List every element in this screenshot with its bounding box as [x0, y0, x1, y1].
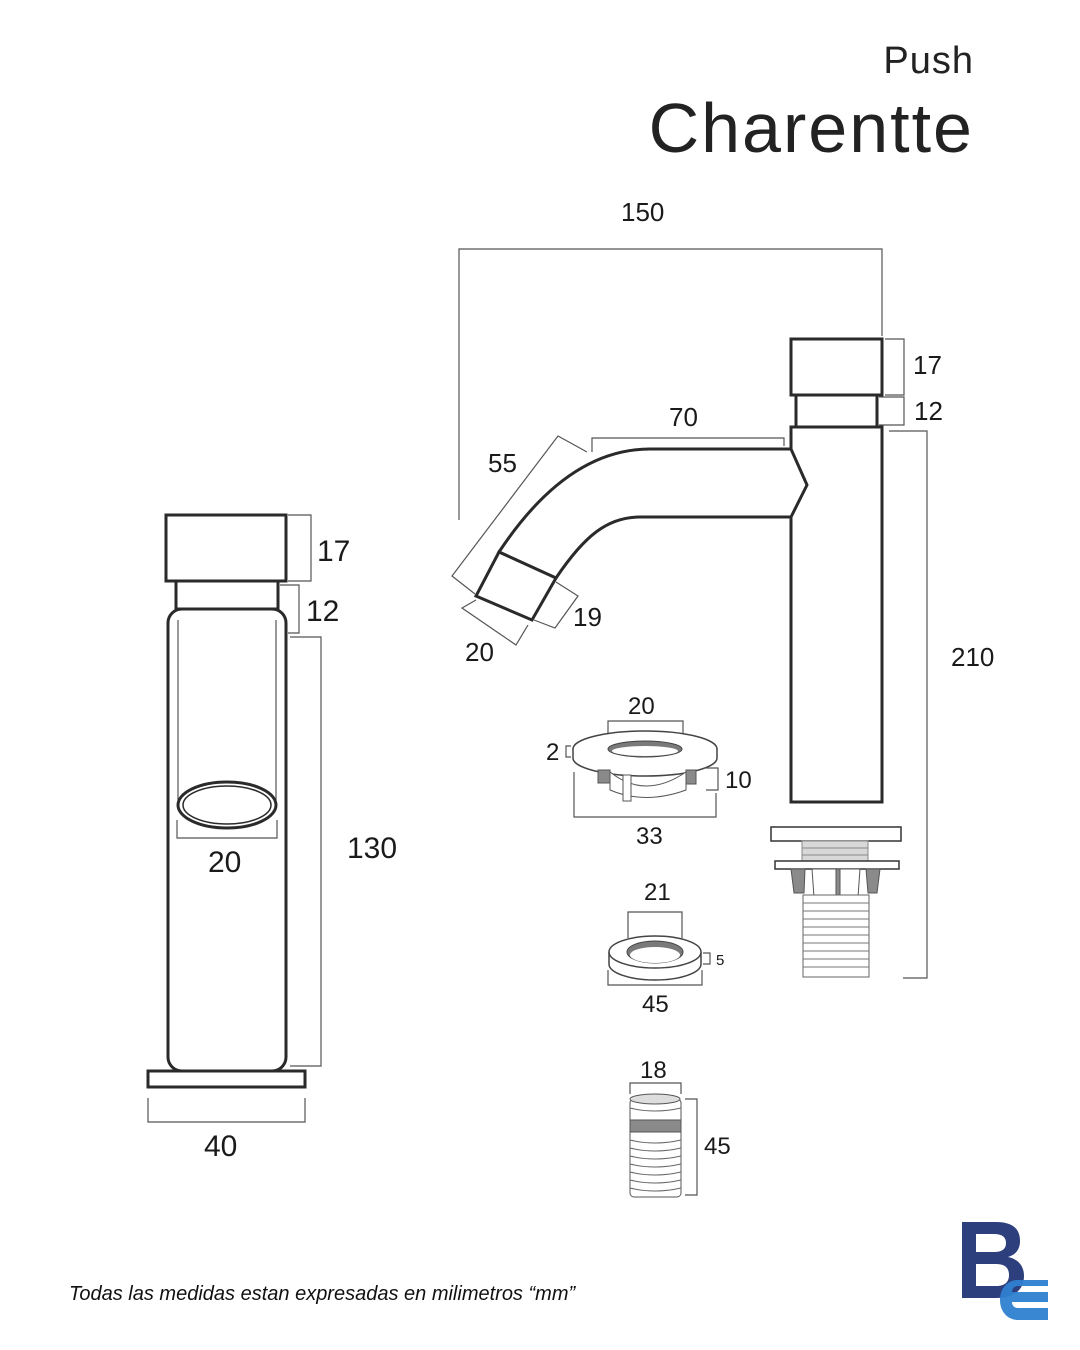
dim-flange-inner: 20 — [628, 693, 655, 720]
dim-side-outlet-length: 19 — [573, 602, 602, 632]
dim-line-front-outlet — [176, 820, 278, 839]
dim-front-outlet: 20 — [208, 846, 241, 879]
dim-front-button: 17 — [317, 535, 350, 568]
flange-part: 20 2 10 33 — [546, 693, 752, 850]
dim-line-front-button — [288, 514, 312, 582]
dim-flange-height: 10 — [725, 767, 752, 794]
front-spout-outlet-inner — [182, 785, 272, 825]
front-spout-outlet — [176, 780, 278, 830]
dim-line-side-outlet-width — [460, 599, 529, 646]
side-push-button — [789, 337, 884, 397]
front-push-button — [164, 513, 288, 583]
dim-washer-inner: 21 — [644, 879, 671, 906]
dim-washer-thickness: 5 — [716, 952, 724, 969]
dim-line-side-collar — [879, 396, 905, 426]
dim-line-washer-outer — [607, 970, 703, 986]
dim-washer-outer: 45 — [642, 991, 669, 1018]
front-view: 17 12 20 130 40 — [146, 513, 397, 1163]
dim-line-side-outlet-length — [533, 581, 579, 629]
side-collar — [794, 393, 879, 429]
dim-line-washer-inner — [627, 911, 683, 938]
dim-rod-length: 45 — [704, 1133, 731, 1160]
dim-line-flange-height — [706, 767, 719, 791]
dim-line-rod-length — [685, 1098, 698, 1196]
dim-line-side-reach — [458, 248, 883, 520]
dim-front-base: 40 — [204, 1130, 237, 1163]
dim-line-side-height — [889, 430, 928, 979]
dim-line-flange-thickness — [565, 745, 571, 758]
dim-line-front-base — [147, 1098, 306, 1123]
front-collar — [174, 579, 280, 611]
dim-flange-outer: 33 — [636, 823, 663, 850]
dim-side-height: 210 — [951, 642, 994, 672]
dim-line-front-body — [290, 636, 322, 1067]
dim-front-body: 130 — [347, 832, 397, 865]
dim-side-bend: 55 — [488, 448, 517, 478]
dim-line-flange-outer — [573, 772, 717, 818]
rod-body — [629, 1098, 682, 1198]
dim-side-outlet-width: 20 — [465, 637, 494, 667]
be-logo — [962, 1222, 1048, 1320]
dim-side-spout: 70 — [669, 402, 698, 432]
dim-rod-diameter: 18 — [640, 1057, 667, 1084]
product-subtitle: Push — [883, 40, 974, 82]
side-spout — [496, 447, 809, 580]
dim-side-collar: 12 — [914, 396, 943, 426]
washer-part: 21 5 45 — [607, 879, 724, 1018]
side-view: 150 70 55 19 20 17 12 210 — [451, 197, 994, 979]
dim-side-reach: 150 — [621, 197, 664, 227]
dim-line-rod-diameter — [629, 1082, 682, 1094]
threaded-rod-part: 18 45 — [629, 1057, 731, 1198]
dim-line-side-bend — [451, 435, 588, 595]
dim-line-washer-thickness — [703, 952, 711, 965]
side-mounting-assembly — [770, 826, 902, 978]
dim-front-collar: 12 — [306, 595, 339, 628]
dim-flange-thickness: 2 — [546, 739, 559, 766]
dim-line-front-collar — [280, 584, 300, 634]
front-body — [166, 607, 288, 1073]
front-spout-edges — [177, 620, 277, 800]
dim-side-button: 17 — [913, 350, 942, 380]
product-title: Charentte — [648, 89, 974, 167]
measurement-footnote: Todas las medidas estan expresadas en mi… — [69, 1283, 576, 1305]
dim-line-side-button — [885, 338, 905, 396]
side-spout-outlet — [473, 550, 559, 622]
front-base — [146, 1069, 307, 1089]
dim-line-side-spout — [591, 437, 785, 452]
